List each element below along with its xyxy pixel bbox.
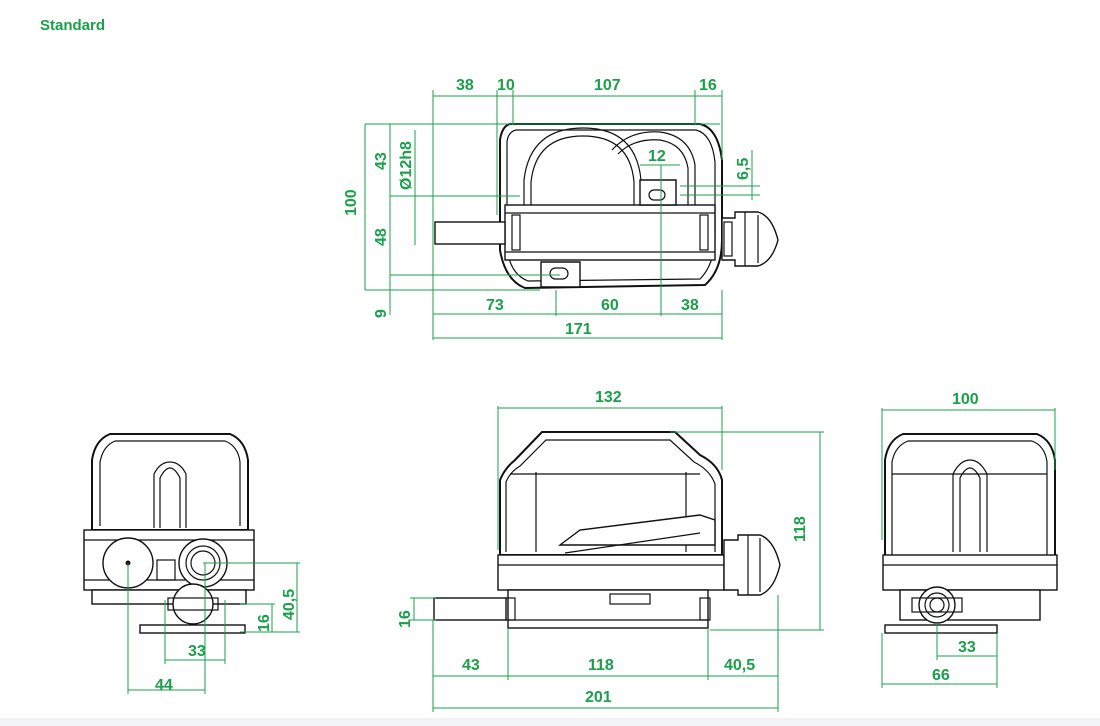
left-cover-inner <box>99 440 241 526</box>
dim-132: 132 <box>595 389 622 406</box>
dim-40-5-left: 40,5 <box>281 589 298 620</box>
dim-38-bottom: 38 <box>681 297 699 314</box>
dim-66: 66 <box>932 667 950 684</box>
front-cover-inner <box>505 439 716 552</box>
dim-100-right: 100 <box>952 391 979 408</box>
right-cover-inner <box>891 440 1048 555</box>
dim-73: 73 <box>486 297 504 314</box>
dim-100: 100 <box>343 189 360 216</box>
dim-43: 43 <box>373 152 390 170</box>
dim-107: 107 <box>594 77 621 94</box>
top-mount-hole <box>549 267 569 280</box>
right-view <box>882 433 1058 634</box>
top-arch-right <box>611 131 696 205</box>
dim-6-5: 6,5 <box>735 158 752 180</box>
dim-118-horizontal: 118 <box>588 657 614 674</box>
left-cover-rib <box>153 461 187 528</box>
left-view-labels: 40,5 16 33 44 <box>155 589 298 694</box>
top-view <box>434 123 779 289</box>
dim-33-left: 33 <box>188 643 206 660</box>
dim-12: 12 <box>648 148 666 165</box>
left-cover <box>91 433 249 531</box>
left-foot <box>91 589 247 605</box>
footer-strip <box>0 718 1100 726</box>
top-gland-nut <box>723 221 733 257</box>
top-bar-pin <box>511 214 521 251</box>
dim-16-top: 16 <box>699 77 717 94</box>
top-mount-tab-lower <box>540 261 581 288</box>
right-mount-plate <box>884 624 998 634</box>
right-cover <box>884 433 1056 561</box>
top-view-dimensions <box>364 90 760 340</box>
top-view-labels: 38 10 107 16 12 6,5 43 Ø12h8 100 48 9 73… <box>343 77 752 338</box>
left-view <box>83 433 255 634</box>
dim-38-top: 38 <box>456 77 474 94</box>
right-base <box>882 554 1058 591</box>
right-view-labels: 100 33 66 <box>932 391 979 684</box>
dim-171: 171 <box>565 321 592 338</box>
top-arch-left-inner <box>530 135 635 205</box>
dim-shaft-diameter: Ø12h8 <box>398 141 415 190</box>
left-view-dimensions <box>127 562 300 694</box>
dim-10: 10 <box>497 77 515 94</box>
dim-40-5-front: 40,5 <box>724 657 755 674</box>
page-title: Standard <box>40 17 106 34</box>
front-base <box>497 554 725 591</box>
top-arch-left <box>523 127 642 205</box>
front-cable-gland <box>723 534 781 596</box>
dim-16-left: 16 <box>256 614 273 632</box>
top-mount-tab-upper <box>639 179 677 206</box>
right-view-dimensions <box>881 408 1056 688</box>
dim-33-right: 33 <box>958 639 976 656</box>
front-lower-body <box>507 589 709 629</box>
left-cover-rib-inner <box>159 467 181 528</box>
front-view-labels: 132 118 16 43 118 40,5 201 <box>397 389 809 706</box>
dim-43-front: 43 <box>462 657 480 674</box>
dim-9: 9 <box>373 309 390 318</box>
dim-48: 48 <box>373 228 390 246</box>
front-cover-ramp <box>557 514 716 546</box>
top-shaft <box>434 221 506 245</box>
left-mount-plate <box>139 624 246 634</box>
left-lower-nut <box>172 583 214 625</box>
front-view-dimensions <box>410 406 824 712</box>
top-cable-gland <box>721 211 779 267</box>
front-view <box>433 431 781 629</box>
top-mount-hole <box>648 189 666 201</box>
left-block <box>156 559 176 581</box>
dim-118-vertical: 118 <box>792 516 809 542</box>
right-cover-rib <box>952 459 988 552</box>
front-shaft <box>433 597 507 621</box>
dim-44: 44 <box>155 677 173 694</box>
dim-60: 60 <box>601 297 619 314</box>
dim-16-front: 16 <box>397 610 414 628</box>
top-housing-inner <box>506 129 716 282</box>
top-bar-pin <box>699 214 709 251</box>
top-arch-right-inner <box>617 139 689 205</box>
dim-201: 201 <box>585 689 612 706</box>
